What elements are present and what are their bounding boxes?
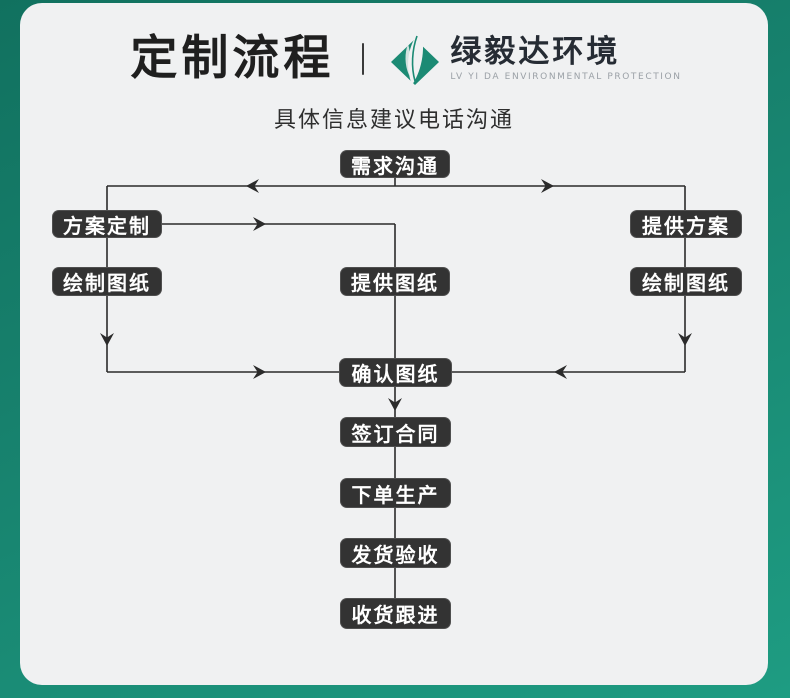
node-scheme-customization: 方案定制 [52,210,162,238]
leaf-diamond-icon [391,30,440,85]
arrowhead-down-icon [388,398,402,411]
node-provide-drawings: 提供图纸 [340,267,450,296]
subtitle: 具体信息建议电话沟通 [273,108,514,133]
brand-text: 绿毅达环境 LV YI DA ENVIRONMENTAL PROTECTION [450,36,681,82]
arrowhead-down-icon [100,333,114,346]
page-title: 定制流程 [130,31,335,87]
node-receipt-follow-up: 收货跟进 [340,598,451,629]
arrowhead-right-icon [253,217,266,231]
node-delivery-inspection: 发货验收 [340,538,451,568]
node-order-production: 下单生产 [340,478,451,508]
node-provide-scheme: 提供方案 [630,210,742,238]
brand-name: 绿毅达环境 [450,34,621,71]
brand-caption: LV YI DA ENVIRONMENTAL PROTECTION [450,71,682,82]
brand-logo-group: 绿毅达环境 LV YI DA ENVIRONMENTAL PROTECTION [388,29,681,89]
content-card: 定制流程 绿毅达环境 LV YI DA ENVIRONMENTAL PROTEC… [20,3,768,685]
header: 定制流程 绿毅达环境 LV YI DA ENVIRONMENTAL PROTEC… [20,3,768,134]
arrowhead-left-icon [554,365,567,379]
node-sign-contract: 签订合同 [340,417,451,447]
node-confirm-drawings: 确认图纸 [339,358,452,387]
arrowhead-right-icon [541,179,554,193]
flow-connectors [100,178,692,601]
arrowhead-right-icon [253,365,266,379]
title-divider [362,43,365,75]
title-row: 定制流程 绿毅达环境 LV YI DA ENVIRONMENTAL PROTEC… [32,29,780,89]
flowchart: 需求沟通 方案定制 提供方案 绘制图纸 提供图纸 绘制图纸 确认图纸 签订合同 … [20,3,768,685]
node-draw-drawings-left: 绘制图纸 [52,267,162,296]
arrowhead-left-icon [246,179,259,193]
node-draw-drawings-right: 绘制图纸 [630,267,742,296]
arrowhead-down-icon [678,333,692,346]
node-demand-communication: 需求沟通 [340,150,450,178]
